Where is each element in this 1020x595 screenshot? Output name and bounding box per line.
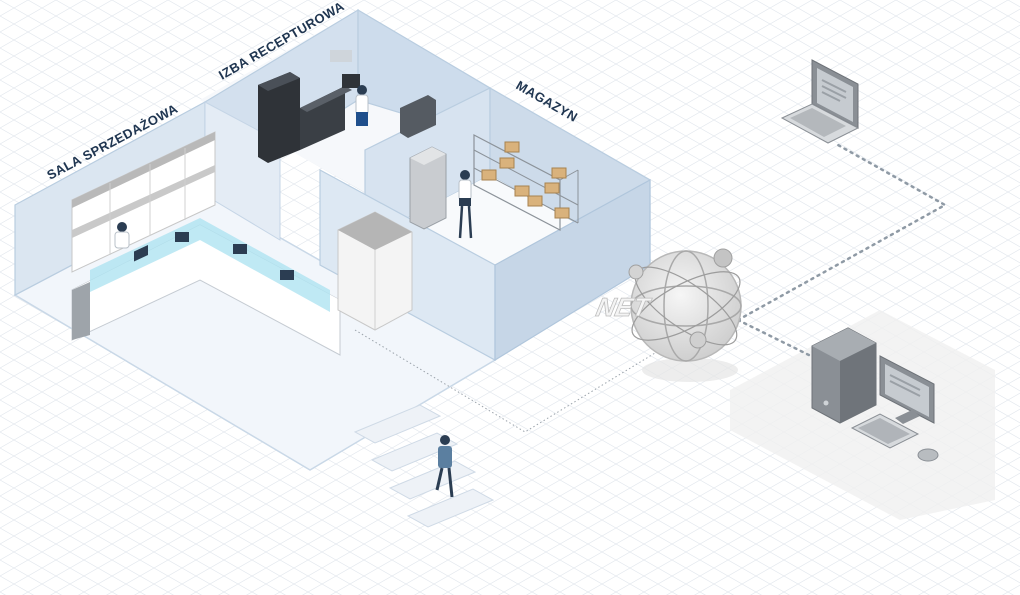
step-2 xyxy=(370,432,459,472)
prescription-equipment xyxy=(258,50,436,163)
laptop-icon xyxy=(780,59,860,144)
display-cabinet xyxy=(337,211,413,331)
network-connectors xyxy=(354,143,948,433)
step-1 xyxy=(353,404,442,444)
glass-partition xyxy=(90,218,330,312)
step-3 xyxy=(388,460,477,500)
sales-shelves xyxy=(71,131,216,273)
customer-person-icon xyxy=(435,435,454,498)
warehouse-equipment xyxy=(409,134,579,231)
desktop-computer-icon xyxy=(811,327,939,462)
globe-to-desktop-link xyxy=(736,318,817,360)
globe-label: NET xyxy=(594,292,654,322)
desktop-floor-shadow xyxy=(730,310,995,520)
pharmacy-building xyxy=(13,8,651,528)
globe-network-icon: NET xyxy=(593,248,742,382)
person-icon xyxy=(355,85,369,126)
sales-counter xyxy=(71,218,341,356)
globe-to-laptop-link xyxy=(736,143,948,322)
person-icon xyxy=(114,222,130,249)
person-icon xyxy=(458,170,473,239)
step-4 xyxy=(406,488,495,528)
